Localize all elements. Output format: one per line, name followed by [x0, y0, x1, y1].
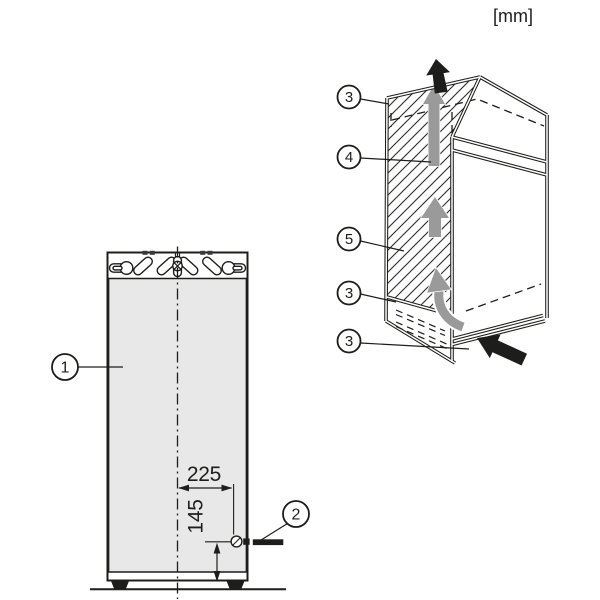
leader-line	[259, 522, 288, 542]
callout-circle	[336, 144, 362, 170]
callout-5: 5	[336, 226, 405, 252]
airflow-top-arrow-icon	[421, 83, 447, 167]
niche-edges-inner	[385, 76, 548, 364]
angled-slot	[202, 256, 222, 276]
leader-line	[360, 98, 390, 105]
screw-hole-tick	[232, 537, 241, 546]
vent-hole	[149, 250, 155, 255]
mounting-bracket-strip	[108, 250, 247, 278]
appliance-foot-right	[226, 581, 245, 589]
center-notch	[174, 252, 181, 257]
dim-arrowhead-left	[178, 484, 189, 492]
hidden-floor-edge	[465, 283, 542, 312]
callout-number: 3	[345, 333, 353, 350]
exhaust-air-arrow-icon	[426, 59, 450, 94]
keyhole-slot-right-inner	[232, 265, 243, 271]
hidden-plinth-edges	[395, 309, 450, 351]
callout-3-floor: 3	[336, 280, 397, 306]
callout-number: 2	[292, 507, 301, 524]
callout-number: 3	[345, 285, 353, 302]
callout-number: 4	[345, 149, 353, 166]
dim-arrowhead-right	[221, 484, 233, 492]
callout-3-plinth: 3	[336, 328, 470, 354]
dim-arrowhead-down	[213, 571, 221, 582]
callout-4: 4	[336, 144, 432, 170]
curved-arrow-body	[434, 290, 465, 332]
airflow-curved-arrow-icon	[425, 266, 466, 334]
niche-side-wall-hatched	[387, 77, 480, 315]
leader-line	[360, 240, 405, 252]
leader-line	[360, 293, 397, 303]
callout-1: 1	[51, 353, 123, 381]
niche-cutaway-view: 3 4 5 3 3	[336, 59, 549, 366]
side-wall-marker	[252, 539, 284, 546]
callout-number: 3	[345, 89, 353, 106]
airflow-mid-arrow-icon	[419, 195, 451, 238]
callout-circle	[51, 353, 79, 381]
callout-circle	[336, 328, 362, 354]
hidden-corner-edge	[390, 112, 453, 133]
callout-circle	[336, 280, 362, 306]
dimension-225: 225	[178, 463, 235, 535]
callout-circle	[336, 226, 362, 252]
insertion-direction-arrow-icon	[477, 334, 527, 366]
angled-slot	[133, 256, 153, 276]
fixing-point-marker	[243, 538, 250, 545]
appliance-foot-left	[111, 581, 129, 589]
callout-3-top: 3	[336, 84, 390, 110]
callout-2: 2	[259, 500, 310, 542]
callout-number: 5	[345, 231, 353, 248]
units-label: [mm]	[493, 6, 533, 26]
leader-line	[360, 342, 470, 350]
vent-hole	[142, 250, 148, 255]
callout-circle	[282, 500, 310, 528]
dim-arrowhead-up	[213, 542, 221, 554]
appliance-rear-view: 225 145 1 2	[51, 246, 310, 599]
niche-top-shelf-band	[452, 137, 547, 175]
curved-arrow-head	[425, 266, 453, 294]
screw-cross	[173, 262, 182, 270]
leader-line	[360, 157, 432, 163]
keyhole-slot-left-inner	[112, 265, 123, 271]
dim-value: 225	[187, 463, 221, 486]
callout-number: 1	[61, 360, 70, 377]
dimension-145: 145	[185, 499, 231, 582]
dim-value: 145	[185, 499, 208, 533]
vent-hole	[207, 250, 213, 255]
callout-circle	[336, 84, 362, 110]
hidden-top-vent-edge	[391, 98, 545, 127]
vent-hole	[200, 250, 206, 255]
